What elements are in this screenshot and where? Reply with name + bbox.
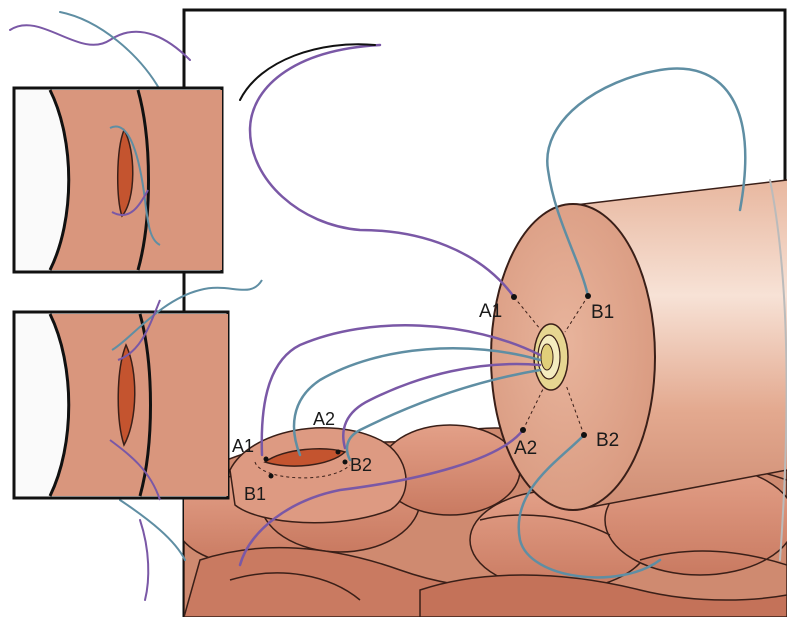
label-bowel-b2: B2 bbox=[350, 455, 372, 475]
label-cyl-b1: B1 bbox=[591, 302, 614, 323]
suture-a2-purple bbox=[238, 428, 525, 567]
label-cyl-b2: B2 bbox=[596, 430, 619, 451]
bowel-segment-cylinder bbox=[490, 179, 787, 511]
suture-b1-blue bbox=[546, 67, 747, 298]
inset-panel-top bbox=[12, 86, 224, 274]
inset-panel-bottom bbox=[12, 279, 263, 501]
label-cyl-a1: A1 bbox=[479, 301, 502, 322]
sutures bbox=[238, 43, 787, 579]
label-cyl-a2: A2 bbox=[514, 438, 537, 459]
needle-arc bbox=[239, 43, 376, 101]
bowel-incision-loop bbox=[229, 427, 407, 524]
stent bbox=[533, 323, 569, 391]
label-bowel-a1: A1 bbox=[232, 436, 254, 456]
anchor-points bbox=[263, 293, 591, 479]
label-bowel-b1: B1 bbox=[244, 484, 266, 504]
suture-a1-purple bbox=[248, 43, 516, 299]
guide-lines bbox=[513, 295, 589, 436]
label-bowel-a2: A2 bbox=[313, 409, 335, 429]
suture-b2-blue bbox=[517, 433, 662, 579]
